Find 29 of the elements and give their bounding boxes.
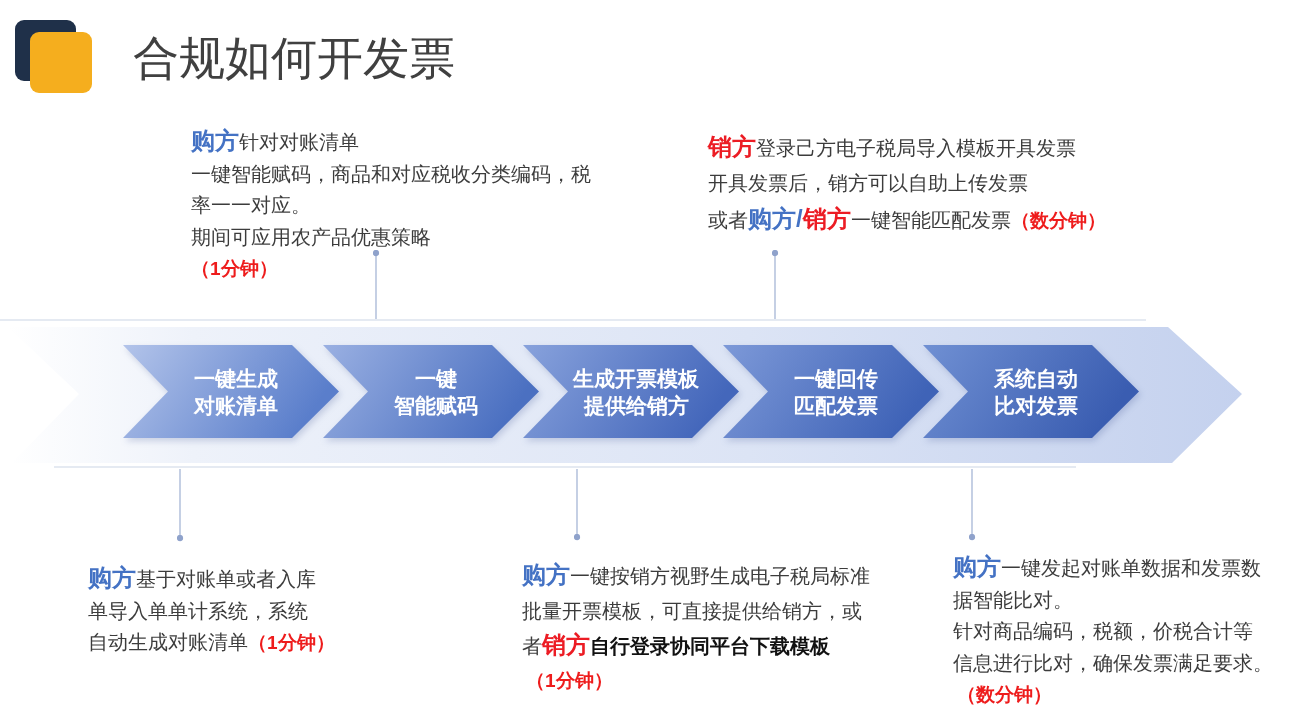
step-label: 一键回传匹配发票 bbox=[794, 365, 878, 419]
chevron-step bbox=[923, 345, 1139, 438]
leader-line bbox=[176, 468, 184, 542]
callout-text: 购方一键发起对账单数据和发票数据智能比对。 bbox=[953, 552, 1261, 613]
chevron-step bbox=[123, 345, 339, 438]
callout-text: 针对商品编码，税额，价税合计等信息进行比对，确保发票满足要求。 bbox=[953, 619, 1273, 676]
chevron-step bbox=[323, 345, 539, 438]
leader-line bbox=[372, 249, 380, 320]
callout-text: 购方一键按销方视野生成电子税局标准批量开票模板，可直接提供给销方，或者销方自行登录协同平台下载模板 bbox=[522, 560, 870, 660]
chevron-step bbox=[523, 345, 739, 438]
callout-text: 一键智能赋码，商品和对应税收分类编码，税率一一对应。 bbox=[191, 161, 591, 218]
leader-line bbox=[771, 249, 779, 320]
callout-text: 购方基于对账单或者入库单导入单单计系统，系统自动生成对账清单（1分钟） bbox=[88, 563, 335, 655]
leader-line bbox=[573, 468, 581, 541]
step-label: 系统自动比对发票 bbox=[994, 365, 1078, 419]
callout-text: 开具发票后，销方可以自助上传发票 bbox=[708, 170, 1028, 196]
chevron-step bbox=[723, 345, 939, 438]
callout-text: 购方针对对账清单 bbox=[191, 126, 359, 156]
callout-text: 销方登录己方电子税局导入模板开具发票 bbox=[708, 131, 1076, 162]
duration-label: （数分钟） bbox=[957, 683, 1052, 707]
title: 合规如何开发票 bbox=[133, 31, 455, 86]
callout-text: 或者购方/销方一键智能匹配发票（数分钟） bbox=[708, 203, 1106, 234]
step-label: 一键智能赋码 bbox=[394, 365, 478, 419]
callout-text: 期间可应用农产品优惠策略 bbox=[191, 224, 431, 250]
step-label: 生成开票模板提供给销方 bbox=[573, 365, 699, 419]
duration-label: （1分钟） bbox=[191, 257, 278, 281]
duration-label: （1分钟） bbox=[526, 668, 613, 693]
leader-line bbox=[968, 468, 976, 541]
step-label: 一键生成对账清单 bbox=[194, 365, 278, 419]
